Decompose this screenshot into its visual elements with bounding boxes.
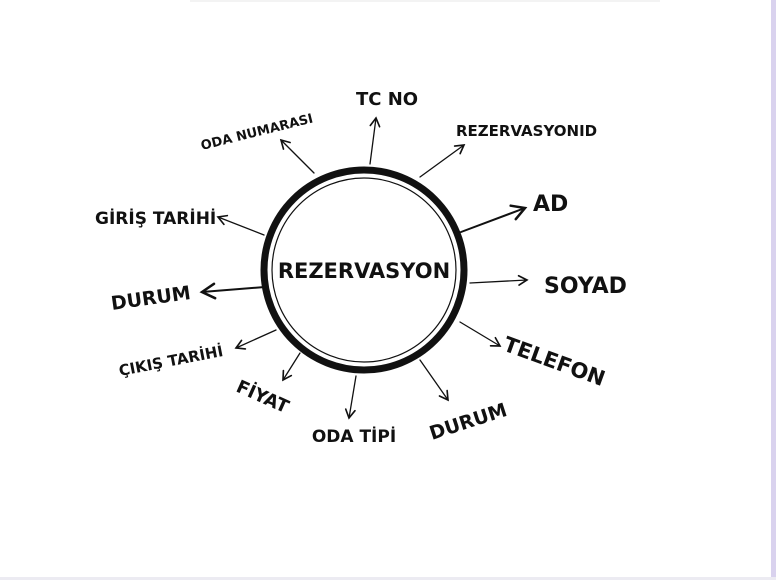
attribute-label-tc-no: TC NO bbox=[356, 89, 418, 110]
top-edge bbox=[190, 0, 660, 2]
attribute-label-durum-left: DURUM bbox=[110, 282, 192, 315]
bottom-edge bbox=[0, 577, 776, 580]
arrow-durum-right bbox=[419, 359, 449, 402]
arrow-rezervasyonid bbox=[419, 144, 466, 178]
attribute-label-oda-numarasi: ODA NUMARASI bbox=[199, 111, 314, 153]
arrow-tc-no bbox=[369, 116, 381, 165]
attribute-label-soyad: SOYAD bbox=[544, 274, 627, 299]
arrow-soyad bbox=[469, 274, 529, 286]
right-scrollbar-edge bbox=[771, 0, 776, 580]
attribute-label-rezervasyonid: REZERVASYONID bbox=[456, 122, 597, 140]
attribute-label-telefon: TELEFON bbox=[500, 332, 608, 391]
entity-inner-ring bbox=[271, 177, 457, 363]
attribute-label-cikis-tarihi: ÇIKIŞ TARİHİ bbox=[117, 341, 224, 380]
attribute-label-giris-tarihi: GİRİŞ TARİHİ bbox=[95, 207, 216, 229]
attribute-label-fiyat: FİYAT bbox=[233, 375, 293, 418]
arrow-durum-left bbox=[199, 282, 266, 300]
entity-label: REZERVASYON bbox=[278, 259, 450, 283]
entity-outer-ring bbox=[260, 166, 468, 374]
attribute-label-durum-right: DURUM bbox=[427, 399, 510, 445]
arrow-giris-tarihi bbox=[216, 214, 265, 236]
arrow-cikis-tarihi bbox=[234, 329, 277, 350]
arrow-ad bbox=[460, 204, 528, 233]
arrow-oda-tipi bbox=[344, 375, 357, 420]
arrow-oda-numarasi bbox=[279, 138, 315, 174]
arrow-telefon bbox=[459, 321, 502, 347]
arrows bbox=[199, 116, 529, 420]
attribute-label-oda-tipi: ODA TİPİ bbox=[312, 425, 396, 447]
arrow-fiyat bbox=[282, 352, 301, 382]
attribute-label-ad: AD bbox=[533, 192, 568, 217]
entity-node: REZERVASYON bbox=[260, 166, 468, 374]
